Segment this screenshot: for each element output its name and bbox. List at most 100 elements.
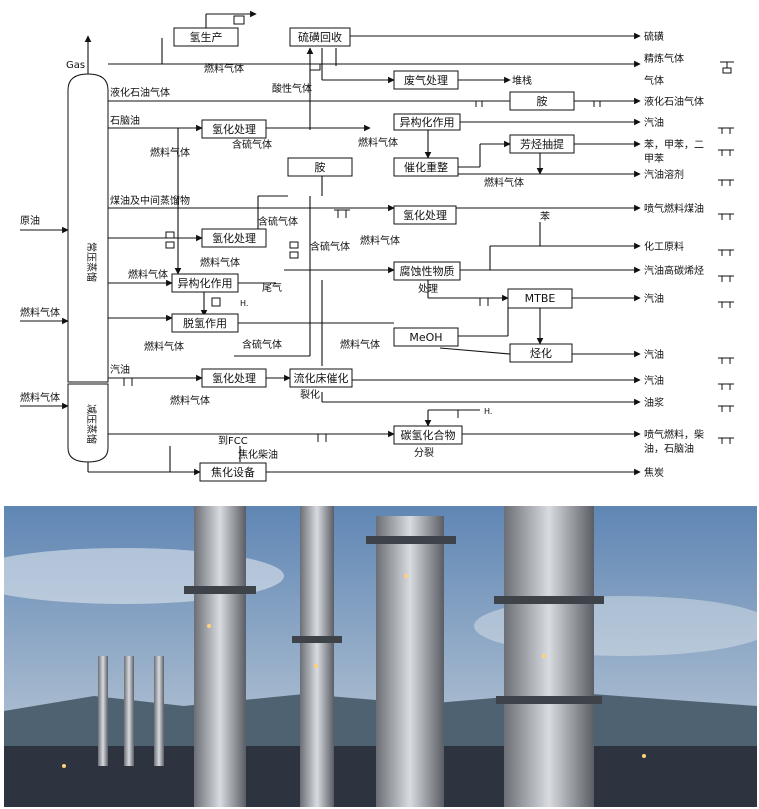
flow-lines (20, 10, 641, 476)
label-fg-hydro1: 燃料气体 (150, 146, 190, 159)
svg-text:脱氢作用: 脱氢作用 (183, 316, 227, 330)
label-lpg: 液化石油气体 (110, 86, 170, 99)
svg-text:焦化设备: 焦化设备 (211, 465, 255, 479)
unit-coker[interactable]: 焦化设备 (199, 462, 267, 482)
label-to-fcc: 到FCC (218, 435, 248, 447)
label-fuel-gas-in-1: 燃料气体 (20, 306, 60, 319)
label-benzene: 苯 (540, 210, 550, 223)
product-gasoline-3: 汽油 (644, 348, 664, 361)
atmospheric-column-label: 常压蒸馏 (85, 242, 98, 282)
product-jet-kero: 喷气燃料煤油 (644, 202, 704, 215)
label-stack: 堆栈 (512, 74, 532, 87)
product-sulfur: 硫磺 (644, 30, 664, 43)
label-tail: 尾气 (262, 281, 282, 294)
unit-amine-mid[interactable]: 胺 (287, 157, 353, 177)
svg-text:氢化处理: 氢化处理 (212, 371, 256, 385)
label-sour-gas-3: 含硫气体 (310, 240, 350, 253)
label-fg-hydro4: 燃料气体 (170, 394, 210, 407)
product-coke: 焦炭 (644, 466, 664, 479)
svg-text:胺: 胺 (537, 94, 548, 108)
unit-dehydrogenation[interactable]: 脱氢作用 (171, 313, 239, 333)
product-aromatics-2: 甲苯 (644, 152, 664, 165)
photo-towers (98, 506, 604, 807)
svg-text:异构化作用: 异构化作用 (400, 115, 455, 129)
label-fg-isom1: 燃料气体 (358, 136, 398, 149)
product-jet-1: 喷气燃料，柴 (644, 428, 704, 441)
unit-fcc[interactable]: 流化床催化 (289, 368, 353, 388)
unit-isomerization-1[interactable]: 异构化作用 (393, 113, 461, 131)
label-fuel-gas-in-2: 燃料气体 (20, 391, 60, 404)
svg-text:碳氢化合物: 碳氢化合物 (401, 428, 456, 442)
unit-h2-production[interactable]: 氢生产 (173, 27, 239, 47)
label-gas: Gas (66, 60, 85, 71)
label-fg-reforming: 燃料气体 (484, 176, 524, 189)
label-fg-fcc: 燃料气体 (340, 338, 380, 351)
svg-text:胺: 胺 (315, 160, 326, 174)
stream-labels: Gas 液化石油气体 石脑油 煤油及中间蒸馏物 原油 燃料气体 燃料气体 汽油 … (20, 60, 550, 461)
atmospheric-column: 常压蒸馏 (67, 73, 109, 383)
unit-hydrotreat-4[interactable]: 氢化处理 (201, 368, 267, 388)
label-treat: 处理 (418, 283, 438, 295)
label-crack-split: 分裂 (414, 446, 434, 459)
unit-sulfur-recovery[interactable]: 硫磺回收 (289, 27, 351, 47)
svg-text:氢化处理: 氢化处理 (212, 122, 256, 136)
unit-alkylation[interactable]: 烃化 (509, 343, 573, 363)
svg-text:异构化作用: 异构化作用 (178, 276, 233, 290)
unit-tail-gas[interactable]: 废气处理 (393, 70, 459, 90)
product-gasoline-solvent: 汽油溶剂 (644, 168, 684, 181)
process-units: 氢生产 硫磺回收 废气处理 胺 氢化处理 异构化作用 芳烃抽提 胺 催化重整 氢… (171, 27, 575, 482)
unit-hydrotreat-3[interactable]: 氢化处理 (201, 228, 267, 248)
label-crude: 原油 (20, 214, 40, 227)
label-gasoil: 汽油 (110, 363, 130, 376)
svg-text:MTBE: MTBE (525, 292, 556, 305)
refinery-photo (4, 506, 757, 807)
label-naphtha: 石脑油 (110, 114, 140, 127)
label-fg-dehex: 燃料气体 (144, 340, 184, 353)
unit-amine-top[interactable]: 胺 (509, 91, 575, 111)
valve-symbols (120, 15, 734, 444)
unit-hydrotreat-1[interactable]: 氢化处理 (201, 119, 267, 139)
product-labels: 硫磺 精炼气体 气体 液化石油气体 汽油 苯，甲苯，二 甲苯 汽油溶剂 喷气燃料… (644, 30, 704, 479)
refinery-flow-diagram: 常压蒸馏 减压蒸馏 (20, 10, 734, 482)
svg-text:芳烃抽提: 芳烃抽提 (520, 137, 564, 151)
label-fg-h2: 燃料气体 (204, 62, 244, 75)
product-jet-2: 油，石脑油 (644, 442, 694, 455)
unit-meoh[interactable]: MeOH (393, 327, 459, 347)
unit-hydrotreat-2[interactable]: 氢化处理 (393, 205, 457, 225)
label-cracking: 裂化 (300, 388, 320, 401)
svg-text:硫磺回收: 硫磺回收 (298, 30, 342, 44)
svg-text:氢化处理: 氢化处理 (212, 231, 256, 245)
label-fg-isom2: 燃料气体 (128, 268, 168, 281)
svg-text:MeOH: MeOH (409, 331, 442, 344)
svg-text:氢化处理: 氢化处理 (403, 208, 447, 222)
unit-catalytic-reforming[interactable]: 催化重整 (393, 157, 459, 177)
vacuum-column: 减压蒸馏 (67, 383, 109, 463)
product-gasoline-1: 汽油 (644, 116, 664, 129)
svg-text:流化床催化: 流化床催化 (294, 371, 349, 385)
label-coker-diesel: 焦化柴油 (238, 448, 278, 461)
svg-text:废气处理: 废气处理 (404, 73, 448, 87)
product-gas: 气体 (644, 74, 664, 87)
product-gasoline-2: 汽油 (644, 292, 664, 305)
svg-text:烃化: 烃化 (530, 346, 552, 360)
product-gasoline-4: 汽油 (644, 374, 664, 387)
unit-mtbe[interactable]: MTBE (507, 288, 573, 309)
label-kerosene: 煤油及中间蒸馏物 (110, 194, 190, 207)
label-sour-gas-2: 含硫气体 (258, 215, 298, 228)
unit-isomerization-2[interactable]: 异构化作用 (171, 273, 239, 293)
svg-text:腐蚀性物质: 腐蚀性物质 (400, 264, 455, 278)
unit-hydrocracking[interactable]: 碳氢化合物 (393, 425, 463, 445)
svg-text:氢生产: 氢生产 (190, 30, 223, 44)
label-acid-gas: 酸性气体 (272, 82, 312, 95)
product-refined-gas: 精炼气体 (644, 52, 684, 65)
label-sour-gas-4: 含硫气体 (242, 338, 282, 351)
vacuum-column-label: 减压蒸馏 (85, 404, 98, 444)
unit-aromatics-extraction[interactable]: 芳烃抽提 (509, 134, 575, 154)
label-h2-a: H. (240, 299, 248, 308)
label-h2-b: H. (484, 407, 492, 416)
unit-corrosive-treatment[interactable]: 腐蚀性物质 (393, 261, 461, 281)
label-fg-hydro2: 燃料气体 (360, 234, 400, 247)
product-lpg: 液化石油气体 (644, 95, 704, 108)
product-gasoline-olefin: 汽油高碳烯烃 (644, 264, 704, 277)
svg-text:催化重整: 催化重整 (404, 160, 448, 174)
